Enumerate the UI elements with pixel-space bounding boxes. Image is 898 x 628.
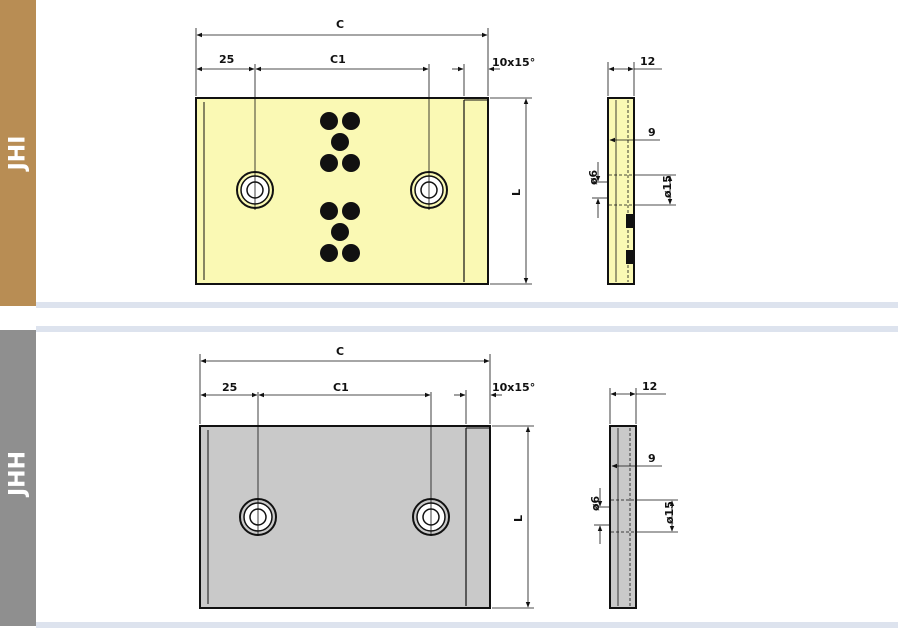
jhh-dim-hole-dia-label: ø6	[589, 495, 602, 511]
jhi-dim-counterbore-dia: ø15	[634, 174, 676, 206]
jhh-dim-edge-label: 25	[222, 381, 237, 394]
jhi-dim-c1: C1	[255, 53, 429, 72]
jhi-plate-side	[607, 97, 635, 285]
jhi-dim-hole-dia-label: ø6	[587, 169, 600, 185]
jhh-dim-counterbore-depth: 9	[611, 452, 662, 469]
jhi-dim-depth-label: 9	[648, 126, 656, 139]
jhi-dim-c: C	[195, 18, 489, 96]
jhh-dim-chamfer-label: 10x15°	[492, 381, 535, 394]
jhi-dim-l: L	[490, 97, 532, 285]
jhh-drawing: C 25 C1 10x15° L	[199, 345, 678, 609]
jhh-dim-c1: C1	[258, 381, 431, 398]
jhi-separator	[36, 302, 898, 308]
jhh-dim-thickness-label: 12	[642, 380, 657, 393]
jhi-dim-hole-dia: ø6	[587, 162, 608, 218]
jhi-plate-front	[195, 97, 489, 285]
jhh-dim-thickness: 12	[609, 380, 666, 424]
jhh-tab: JHH	[0, 330, 36, 626]
jhh-dim-counterbore-dia: ø15	[636, 499, 678, 533]
jhh-dim-l: L	[492, 425, 534, 609]
jhh-plate-side	[609, 425, 637, 609]
jhh-dim-c1-label: C1	[333, 381, 349, 394]
jhi-dim-counterbore-dia-label: ø15	[661, 175, 674, 198]
jhi-dim-chamfer: 10x15°	[452, 56, 535, 96]
jhh-dim-c: C	[199, 345, 491, 424]
jhh-dim-edge: 25	[200, 381, 258, 398]
jhi-dim-c1-label: C1	[330, 53, 346, 66]
jhi-dim-l-label: L	[510, 189, 523, 196]
jhh-dim-hole-dia: ø6	[589, 488, 610, 544]
jhi-dim-c-label: C	[336, 18, 344, 31]
jhi-dim-counterbore-depth: 9	[609, 126, 660, 143]
jhh-panel: JHH C	[0, 326, 898, 628]
jhh-dim-l-label: L	[512, 515, 525, 522]
jhh-separator	[36, 622, 898, 628]
jhi-tab: JHI	[0, 0, 36, 306]
jhh-dim-counterbore-dia-label: ø15	[663, 501, 676, 524]
jhi-dim-edge-label: 25	[219, 53, 234, 66]
jhi-dim-thickness-label: 12	[640, 55, 655, 68]
jhi-lubricant-plugs	[320, 112, 360, 262]
jhi-dim-edge: 25	[196, 53, 255, 72]
jhh-top-separator	[36, 326, 898, 332]
jhi-dim-chamfer-label: 10x15°	[492, 56, 535, 69]
jhh-dim-chamfer: 10x15°	[454, 381, 535, 424]
jhi-panel: JHI	[0, 0, 898, 310]
jhi-drawing: C 25 C1 10x15° L	[195, 18, 676, 285]
jhi-dim-thickness: 12	[607, 55, 662, 96]
jhh-dim-depth-label: 9	[648, 452, 656, 465]
jhh-dim-c-label: C	[336, 345, 344, 358]
